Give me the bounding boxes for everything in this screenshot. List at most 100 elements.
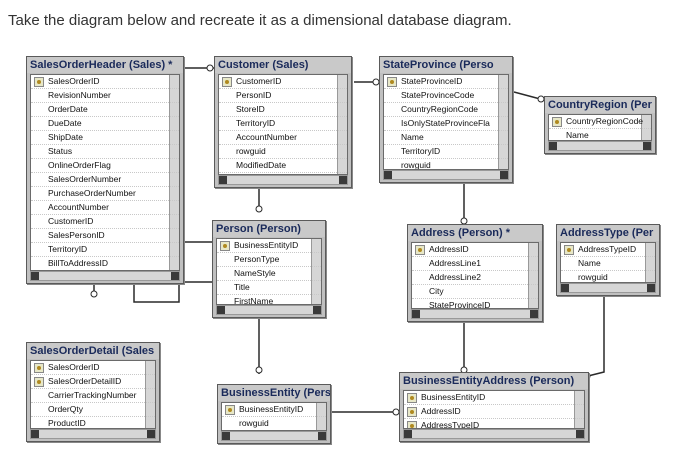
column-row[interactable]: BusinessEntityID [404, 391, 584, 405]
column-row[interactable]: AccountNumber [31, 201, 179, 215]
column-row[interactable]: CountryRegionCode [549, 115, 651, 129]
column-row[interactable]: RevisionNumber [31, 89, 179, 103]
column-row[interactable]: ModifiedDate [219, 159, 347, 173]
column-row[interactable]: CountryRegionCode [384, 103, 508, 117]
column-row[interactable]: rowguid [222, 417, 326, 430]
horizontal-scrollbar[interactable] [383, 170, 509, 180]
column-name: SalesOrderDetailID [48, 376, 122, 386]
column-row[interactable]: CustomerID [219, 75, 347, 89]
column-row[interactable]: FirstName [217, 295, 321, 304]
vertical-scrollbar[interactable] [645, 243, 655, 282]
column-row[interactable]: Title [217, 281, 321, 295]
column-row[interactable]: ShipDate [31, 131, 179, 145]
column-row[interactable]: AccountNumber [219, 131, 347, 145]
column-row[interactable]: AddressID [412, 243, 538, 257]
column-row[interactable]: SalesOrderNumber [31, 173, 179, 187]
column-name: AddressLine1 [429, 258, 481, 268]
column-row[interactable]: AddressTypeID [561, 243, 655, 257]
column-row[interactable]: AddressTypeID [404, 419, 584, 428]
column-name: ModifiedDate [236, 160, 287, 170]
horizontal-scrollbar[interactable] [30, 271, 180, 281]
column-row[interactable]: OnlineOrderFlag [31, 159, 179, 173]
column-name: SalesOrderID [48, 362, 100, 372]
column-row[interactable]: Name [549, 129, 651, 140]
column-row[interactable]: SalesOrderDetailID [31, 375, 155, 389]
table-salesorderdetail[interactable]: SalesOrderDetail (Sales SalesOrderID Sale… [26, 342, 160, 442]
horizontal-scrollbar[interactable] [411, 309, 539, 319]
column-row[interactable]: StateProvinceID [412, 299, 538, 308]
vertical-scrollbar[interactable] [641, 115, 651, 140]
column-row[interactable]: PersonType [217, 253, 321, 267]
column-name: CountryRegionCode [566, 116, 644, 126]
column-row[interactable]: OrderDate [31, 103, 179, 117]
vertical-scrollbar[interactable] [337, 75, 347, 174]
column-row[interactable]: PurchaseOrderNumber [31, 187, 179, 201]
column-row[interactable]: SalesOrderID [31, 75, 179, 89]
column-name: CountryRegionCode [401, 104, 479, 114]
column-row[interactable]: TerritoryID [219, 117, 347, 131]
column-row[interactable]: BusinessEntityID [217, 239, 321, 253]
column-name: ShipDate [48, 132, 83, 142]
horizontal-scrollbar[interactable] [548, 141, 652, 151]
horizontal-scrollbar[interactable] [30, 429, 156, 439]
column-row[interactable]: Name [384, 131, 508, 145]
column-row[interactable]: Name [561, 257, 655, 271]
column-name: TerritoryID [236, 118, 276, 128]
column-name: StateProvinceID [401, 76, 463, 86]
column-row[interactable]: ProductID [31, 417, 155, 428]
link-state-country [513, 91, 545, 101]
column-row[interactable]: PersonID [219, 89, 347, 103]
column-row[interactable]: rowguid [219, 145, 347, 159]
horizontal-scrollbar[interactable] [403, 429, 585, 439]
column-name: Title [234, 282, 250, 292]
horizontal-scrollbar[interactable] [218, 175, 348, 185]
column-row[interactable]: AddressLine1 [412, 257, 538, 271]
column-row[interactable]: rowguid [384, 159, 508, 169]
column-row[interactable]: DueDate [31, 117, 179, 131]
table-businessentityaddress[interactable]: BusinessEntityAddress (Person) BusinessE… [399, 372, 589, 442]
column-name: BusinessEntityID [234, 240, 299, 250]
column-row[interactable]: Status [31, 145, 179, 159]
column-name: AccountNumber [48, 202, 109, 212]
column-row[interactable]: CustomerID [31, 215, 179, 229]
column-row[interactable]: NameStyle [217, 267, 321, 281]
column-row[interactable]: IsOnlyStateProvinceFla [384, 117, 508, 131]
column-row[interactable]: OrderQty [31, 403, 155, 417]
column-row[interactable]: CarrierTrackingNumber [31, 389, 155, 403]
table-title: SalesOrderDetail (Sales [27, 343, 159, 359]
vertical-scrollbar[interactable] [498, 75, 508, 169]
column-row[interactable]: City [412, 285, 538, 299]
vertical-scrollbar[interactable] [311, 239, 321, 304]
column-row[interactable]: rowguid [561, 271, 655, 282]
horizontal-scrollbar[interactable] [216, 305, 322, 315]
horizontal-scrollbar[interactable] [560, 283, 656, 293]
vertical-scrollbar[interactable] [145, 361, 155, 428]
column-row[interactable]: SalesPersonID [31, 229, 179, 243]
column-row[interactable]: AddressID [404, 405, 584, 419]
vertical-scrollbar[interactable] [574, 391, 584, 428]
column-row[interactable]: BusinessEntityID [222, 403, 326, 417]
horizontal-scrollbar[interactable] [221, 431, 327, 441]
column-row[interactable]: BillToAddressID [31, 257, 179, 270]
column-row[interactable]: TerritoryID [384, 145, 508, 159]
column-row[interactable]: TerritoryID [31, 243, 179, 257]
column-row[interactable]: StateProvinceCode [384, 89, 508, 103]
column-row[interactable]: StoreID [219, 103, 347, 117]
vertical-scrollbar[interactable] [528, 243, 538, 308]
column-row[interactable]: StateProvinceID [384, 75, 508, 89]
column-name: CustomerID [236, 76, 282, 86]
column-row[interactable]: AddressLine2 [412, 271, 538, 285]
column-name: AccountNumber [236, 132, 297, 142]
column-row[interactable]: SalesOrderID [31, 361, 155, 375]
